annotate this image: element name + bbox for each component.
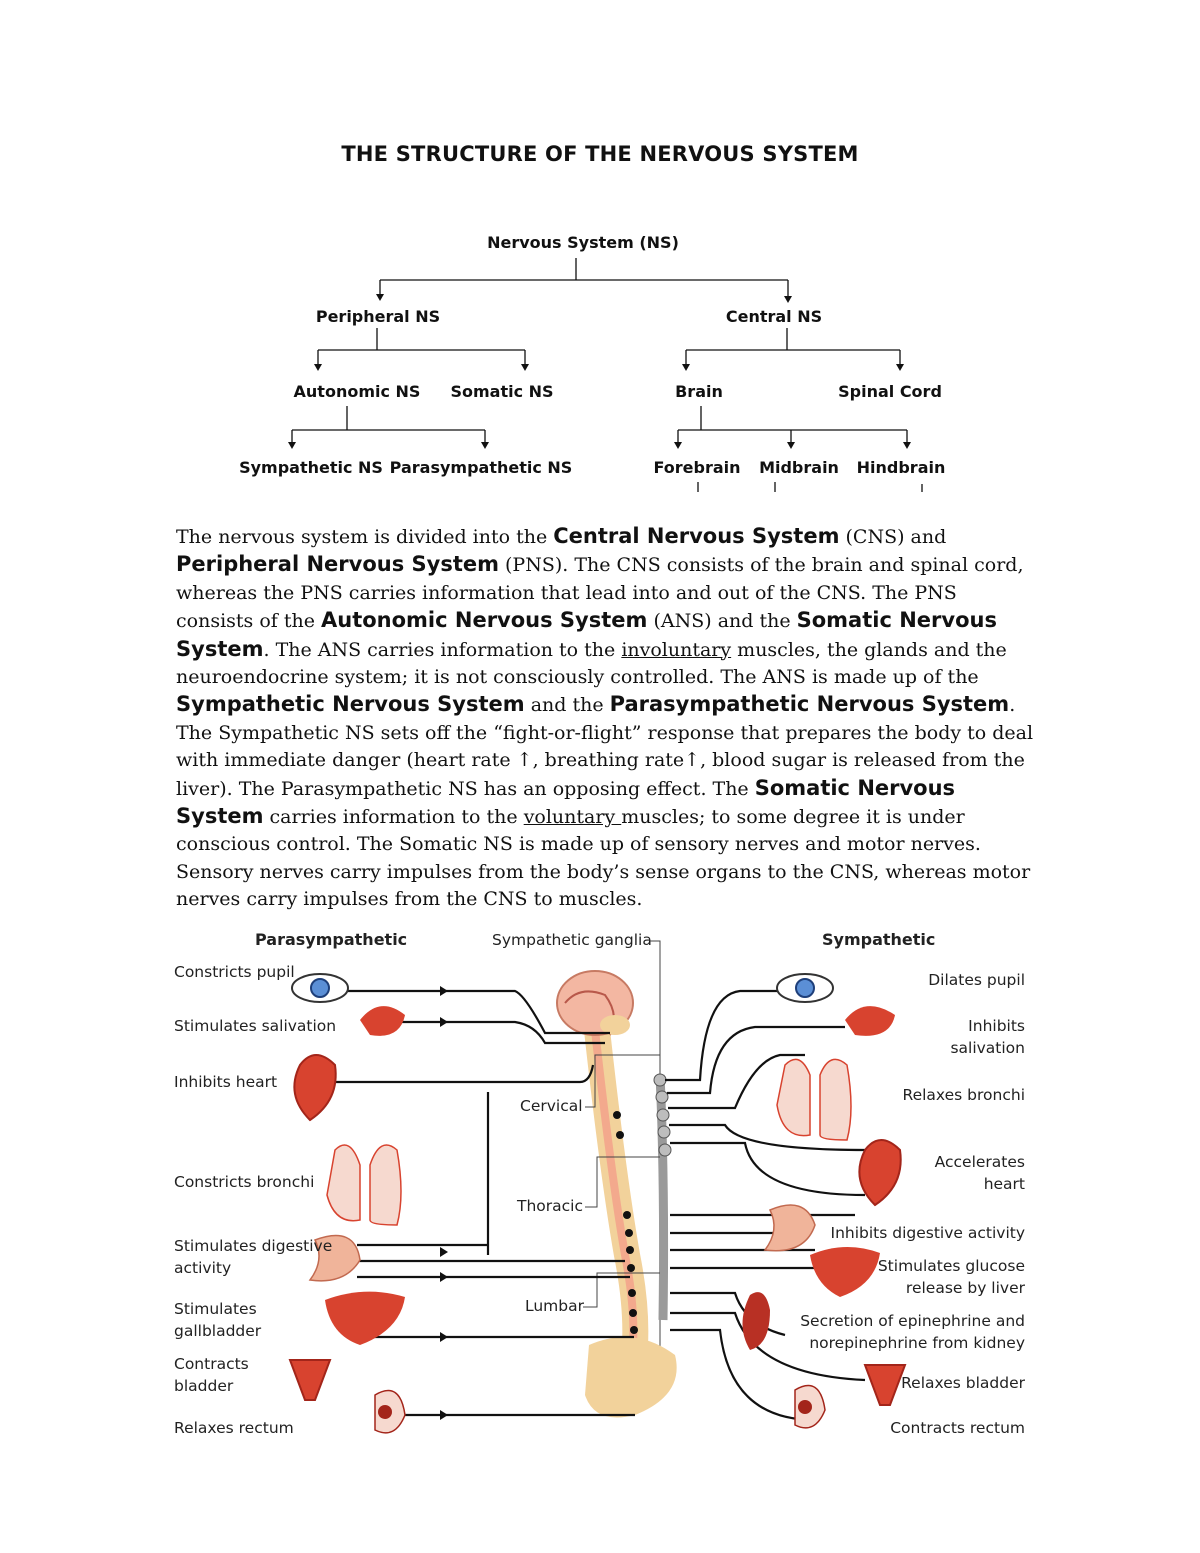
label-inhibits-salivation-2: salivation	[950, 1039, 1025, 1057]
label-contracts-rectum: Contracts rectum	[890, 1419, 1025, 1437]
node-autonomic-ns: Autonomic NS	[294, 382, 421, 401]
label-accelerates-heart-2: heart	[984, 1175, 1025, 1193]
label-inhibits-salivation: Inhibits	[968, 1017, 1025, 1035]
label-stimulates-gallbladder: Stimulates	[174, 1300, 257, 1318]
thoracic-label: Thoracic	[516, 1197, 583, 1215]
label-secretion-epinephrine: Secretion of epinephrine and	[800, 1312, 1025, 1330]
node-brain: Brain	[675, 382, 723, 401]
underlined-involuntary: involuntary	[621, 638, 732, 661]
node-central-ns: Central NS	[726, 307, 822, 326]
organ-illustrations	[288, 973, 907, 1434]
label-constricts-pupil: Constricts pupil	[174, 963, 295, 981]
sympathetic-ganglia-label: Sympathetic ganglia	[492, 931, 652, 949]
label-relaxes-bladder: Relaxes bladder	[901, 1374, 1026, 1392]
text-run: muscles, the glands and the neuroendocri…	[176, 638, 1007, 689]
autonomic-nervous-system-figure: Parasympathetic Sympathetic Sympathetic …	[174, 930, 1026, 1437]
text-run: carries information to the	[263, 806, 524, 829]
label-stimulates-glucose: Stimulates glucose	[878, 1257, 1025, 1275]
parasympathetic-pathways	[310, 989, 635, 1417]
node-forebrain: Forebrain	[653, 458, 740, 477]
label-stimulates-digestive: Stimulates digestive	[174, 1237, 332, 1255]
label-stimulates-salivation: Stimulates salivation	[174, 1017, 336, 1035]
text-run: (PNS). The CNS consists of the brain and…	[176, 554, 1024, 633]
term-sympathetic: Sympathetic Nervous System	[176, 692, 525, 717]
sympathetic-pathways	[665, 989, 866, 1422]
label-relaxes-bronchi: Relaxes bronchi	[903, 1086, 1025, 1104]
text-run: muscles; to some degree it is under cons…	[176, 806, 1031, 911]
label-inhibits-digestive: Inhibits digestive activity	[831, 1224, 1026, 1242]
text-run: and the	[524, 694, 610, 717]
node-midbrain: Midbrain	[759, 458, 839, 477]
text-run: . The Sympathetic NS sets off the “fight…	[176, 694, 1034, 800]
label-constricts-bronchi: Constricts bronchi	[174, 1173, 314, 1191]
term-parasympathetic: Parasympathetic Nervous System	[609, 692, 1010, 717]
text-run: (CNS) and	[839, 526, 947, 548]
term-somatic: Somatic Nervous System	[176, 608, 997, 661]
spine-illustration	[584, 1028, 677, 1418]
label-relaxes-rectum: Relaxes rectum	[174, 1419, 294, 1437]
parasympathetic-header: Parasympathetic	[255, 930, 407, 949]
parasympathetic-nodes	[440, 986, 448, 1420]
node-somatic-ns: Somatic NS	[450, 382, 553, 401]
term-pns: Peripheral Nervous System	[176, 552, 499, 577]
underlined-voluntary: voluntary	[523, 806, 622, 829]
label-inhibits-heart: Inhibits heart	[174, 1073, 277, 1091]
label-dilates-pupil: Dilates pupil	[928, 971, 1025, 989]
label-stimulates-digestive-2: activity	[174, 1259, 231, 1277]
node-spinal-cord: Spinal Cord	[838, 382, 942, 401]
label-secretion-epinephrine-2: norepinephrine from kidney	[809, 1334, 1025, 1352]
nervous-system-hierarchy-diagram: Nervous System (NS) Peripheral NS Centra…	[239, 233, 946, 492]
sympathetic-ganglion-dots	[613, 1111, 638, 1334]
label-accelerates-heart: Accelerates	[935, 1153, 1025, 1171]
label-contracts-bladder-2: bladder	[174, 1377, 234, 1395]
node-sympathetic-ns: Sympathetic NS	[239, 458, 383, 477]
label-stimulates-gallbladder-2: gallbladder	[174, 1322, 262, 1340]
node-nervous-system: Nervous System (NS)	[487, 233, 679, 252]
term-cns: Central Nervous System	[553, 524, 840, 548]
node-parasympathetic-ns: Parasympathetic NS	[390, 458, 573, 477]
term-somatic-2: Somatic Nervous System	[176, 775, 956, 829]
cervical-label: Cervical	[520, 1097, 583, 1115]
label-contracts-bladder: Contracts	[174, 1355, 249, 1373]
text-run: The nervous system is divided into the	[176, 526, 554, 548]
text-run: (ANS) and the	[647, 610, 797, 633]
node-peripheral-ns: Peripheral NS	[316, 307, 440, 326]
page-title: THE STRUCTURE OF THE NERVOUS SYSTEM	[341, 142, 859, 166]
lumbar-label: Lumbar	[525, 1297, 585, 1315]
text-run: . The ANS carries information to the	[263, 638, 622, 661]
label-stimulates-glucose-2: release by liver	[906, 1279, 1026, 1297]
body-paragraph: The nervous system is divided into the C…	[176, 523, 1036, 914]
sympathetic-header: Sympathetic	[822, 930, 935, 949]
brain-illustration	[556, 970, 634, 1036]
term-ans: Autonomic Nervous System	[321, 608, 648, 633]
node-hindbrain: Hindbrain	[857, 458, 946, 477]
